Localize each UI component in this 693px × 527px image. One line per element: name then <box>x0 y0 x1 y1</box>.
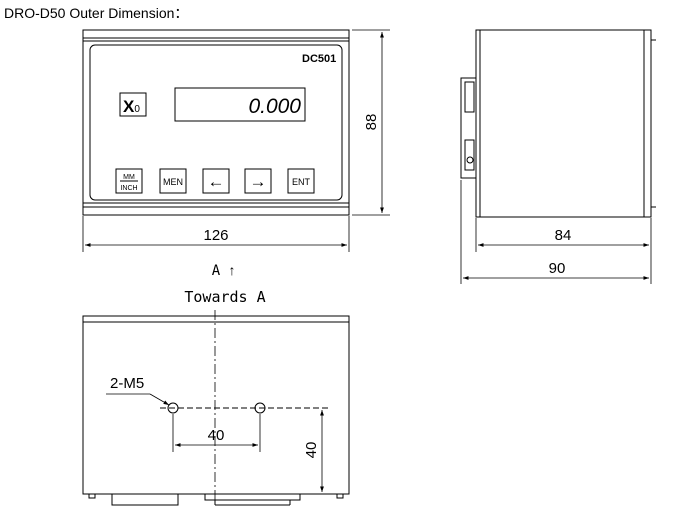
axis-label: X0 <box>123 97 140 116</box>
page-title: DRO-D50 Outer Dimension： <box>4 5 188 21</box>
bottom-foot-right <box>336 493 344 499</box>
menu-key-label: MEN <box>163 177 183 187</box>
hole-spacing-value: 40 <box>208 427 225 444</box>
hole-callout-leader <box>106 393 170 406</box>
mounting-holes <box>160 402 330 414</box>
left-arrow-key[interactable] <box>202 168 230 194</box>
side-depth-total-value: 90 <box>549 260 566 277</box>
menu-key[interactable] <box>159 168 187 194</box>
axis-label-box <box>119 92 147 117</box>
side-view <box>460 29 656 218</box>
hole-spacing-dimension <box>172 414 261 452</box>
front-view <box>82 29 350 216</box>
side-connector-top <box>464 81 475 113</box>
view-direction-caption: Towards A <box>184 288 265 306</box>
enter-key-label: ENT <box>292 177 311 187</box>
left-arrow-icon: ← <box>208 172 225 191</box>
model-label: DC501 <box>302 53 336 65</box>
bottom-connector-left <box>111 494 179 506</box>
display-window <box>174 87 306 122</box>
side-connector-screw <box>466 156 474 164</box>
front-housing <box>82 29 350 216</box>
side-bezel <box>460 77 477 179</box>
side-depth-body-dimension <box>475 218 652 284</box>
front-width-dimension <box>82 216 350 252</box>
front-height-dimension <box>352 29 390 216</box>
side-connector-bottom <box>464 139 475 171</box>
front-width-value: 126 <box>203 227 228 244</box>
mm-key-label: MM <box>123 174 135 181</box>
bottom-view <box>82 315 350 506</box>
inch-key-label: INCH <box>120 185 137 192</box>
enter-key[interactable] <box>287 168 315 194</box>
hole-offset-value: 40 <box>303 442 320 459</box>
side-depth-total-dimension <box>460 180 649 284</box>
view-direction-label: A <box>212 263 221 279</box>
front-height-value: 88 <box>363 114 380 131</box>
front-panel <box>89 44 343 201</box>
bottom-body <box>82 315 350 495</box>
side-body <box>475 29 652 218</box>
side-depth-body-value: 84 <box>555 227 572 244</box>
bottom-foot-left <box>88 493 96 499</box>
mm-inch-key[interactable] <box>115 168 143 194</box>
hole-callout: 2-M5 <box>110 375 144 392</box>
right-arrow-key[interactable] <box>244 168 272 194</box>
bottom-connector-right <box>204 494 301 501</box>
right-arrow-icon: → <box>250 172 267 191</box>
view-direction-arrow-icon: ↑ <box>229 262 236 278</box>
display-value: 0.000 <box>248 95 301 118</box>
